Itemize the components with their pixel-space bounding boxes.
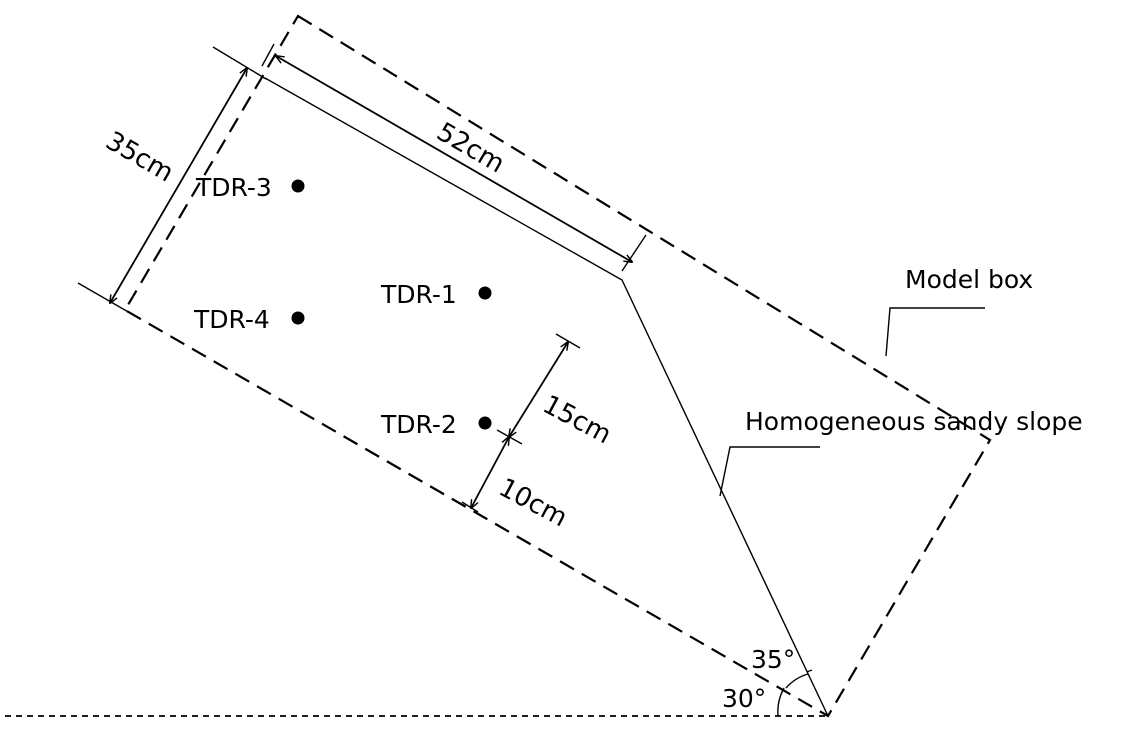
sensor-tdr-4: TDR-4 — [193, 305, 305, 334]
sensor-tdr-1: TDR-1 — [380, 280, 492, 309]
sandy-slope-callout: Homogeneous sandy slope — [719, 407, 1083, 497]
sensor-tdr-3: TDR-3 — [195, 173, 305, 202]
angle-35-label: 35° — [751, 645, 795, 674]
angle-30-label: 30° — [722, 684, 766, 713]
sandy-slope-label: Homogeneous sandy slope — [745, 407, 1083, 436]
angle-marks: 35° 30° — [722, 645, 813, 717]
dimension-10cm-label: 10cm — [494, 473, 572, 534]
dimension-52cm-label: 52cm — [432, 117, 510, 179]
sensor-tdr-2-label: TDR-2 — [380, 410, 457, 439]
sensor-tdr-2: TDR-2 — [380, 410, 492, 439]
dimension-52cm: 52cm — [261, 43, 647, 272]
sensor-tdr-4-label: TDR-4 — [193, 305, 270, 334]
sandy-slope-profile — [264, 77, 829, 717]
dimension-35cm-label: 35cm — [101, 126, 179, 188]
sensor-tdr-3-label: TDR-3 — [195, 173, 272, 202]
sensor-tdr-1-label: TDR-1 — [380, 280, 457, 309]
dimension-15cm-label: 15cm — [538, 390, 616, 451]
dimension-10cm: 10cm — [461, 429, 572, 534]
model-box-callout: Model box — [885, 265, 1033, 357]
model-box-outline — [123, 14, 992, 718]
dimension-15cm: 15cm — [509, 333, 616, 451]
model-box-label: Model box — [905, 265, 1033, 294]
